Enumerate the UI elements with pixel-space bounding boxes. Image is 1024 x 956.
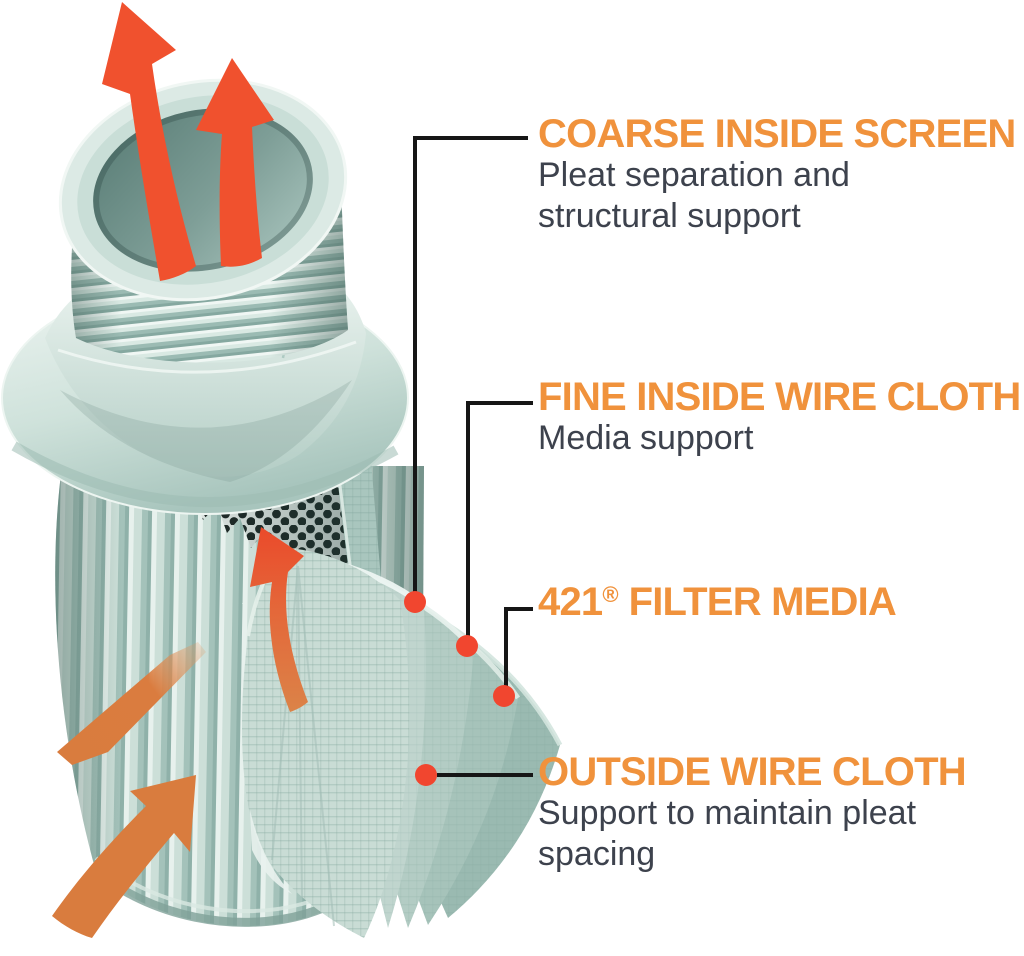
callout-filter-media: 421® FILTER MEDIA [538, 580, 897, 624]
callout-line-coarse [413, 136, 528, 592]
flow-arrow-outlet-right-icon [196, 58, 274, 267]
callout-line-fine [466, 401, 533, 637]
callout-description-line: Support to maintain pleat [538, 794, 917, 832]
registered-trademark-icon: ® [602, 582, 619, 607]
callout-fine-inside-wire-cloth: FINE INSIDE WIRE CLOTH Media support [538, 375, 1021, 459]
flow-arrow-outlet-left-icon [102, 2, 196, 281]
callout-description-line: Pleat separation and [538, 156, 850, 194]
callout-dot-media-icon [493, 685, 515, 707]
callout-description-line: Media support [538, 419, 754, 457]
callout-coarse-inside-screen: COARSE INSIDE SCREEN Pleat separation an… [538, 112, 1016, 237]
callout-title: OUTSIDE WIRE CLOTH [538, 750, 967, 794]
callout-dot-fine-icon [456, 635, 478, 657]
callout-title: 421® FILTER MEDIA [538, 580, 897, 624]
callout-outside-wire-cloth: OUTSIDE WIRE CLOTH Support to maintain p… [538, 750, 967, 875]
flow-arrow-inlet-bottom-icon [52, 775, 196, 938]
callout-description-line: spacing [538, 835, 656, 874]
callout-dots [404, 591, 515, 786]
callout-title: FINE INSIDE WIRE CLOTH [538, 375, 1021, 419]
callout-dot-coarse-icon [404, 591, 426, 613]
fine-mesh-band-icon [334, 449, 382, 598]
flow-arrow-inlet-mid-icon [57, 642, 206, 765]
flow-arrow-through-media-icon [250, 527, 308, 712]
callout-title-number: 421 [538, 580, 603, 624]
callout-dot-outside-icon [415, 764, 437, 786]
callout-leaders [413, 136, 533, 777]
callout-title: COARSE INSIDE SCREEN [538, 112, 1016, 156]
peeled-layer-icon [242, 546, 563, 938]
callout-title-text: FILTER MEDIA [628, 580, 897, 624]
callout-description-line: structural support [538, 197, 801, 236]
callout-line-media [504, 607, 533, 687]
